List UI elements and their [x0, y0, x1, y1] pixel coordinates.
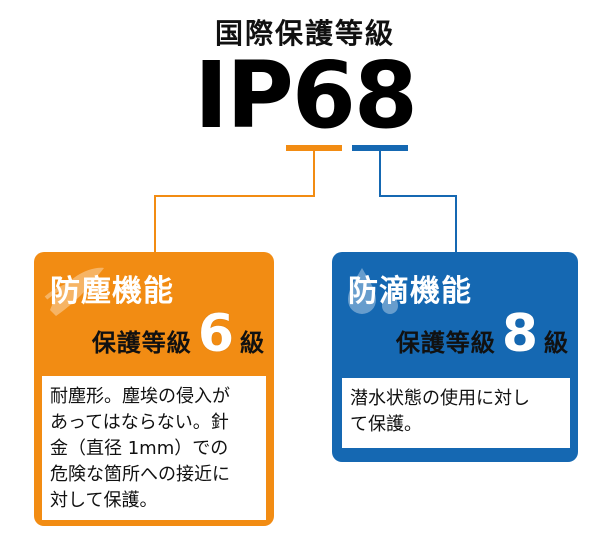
- water-description: 潜水状態の使用に対し て保護。: [342, 378, 570, 448]
- water-digit-underline: [352, 145, 408, 151]
- dust-grade-number: 6: [197, 304, 234, 364]
- page-title: 国際保護等級: [214, 17, 395, 50]
- water-drop-icon: [348, 268, 398, 314]
- dust-digit-underline: [286, 145, 342, 151]
- dust-grade-label: 保護等級: [91, 329, 192, 357]
- water-protection-card: 防滴機能 保護等級 8 級 潜水状態の使用に対し て保護。: [332, 252, 578, 462]
- dust-grade: 保護等級 6 級: [92, 308, 264, 360]
- water-connector: [379, 151, 457, 252]
- ip-code: IP68: [194, 42, 418, 149]
- wind-icon: [44, 267, 104, 316]
- dust-protection-card: 防塵機能 保護等級 6 級 耐塵形。塵埃の侵入が あってはならない。針 金（直径…: [34, 252, 274, 526]
- water-grade-number: 8: [501, 304, 538, 364]
- water-card-title: 防滴機能: [348, 274, 472, 309]
- water-grade-label: 保護等級: [395, 329, 496, 357]
- water-grade: 保護等級 8 級: [396, 308, 568, 360]
- dust-card-title: 防塵機能: [50, 274, 174, 309]
- dust-connector: [154, 151, 315, 252]
- water-grade-suffix: 級: [544, 329, 568, 357]
- dust-grade-suffix: 級: [240, 329, 264, 357]
- dust-description: 耐塵形。塵埃の侵入が あってはならない。針 金（直径 1mm）での 危険な箇所へ…: [42, 376, 266, 520]
